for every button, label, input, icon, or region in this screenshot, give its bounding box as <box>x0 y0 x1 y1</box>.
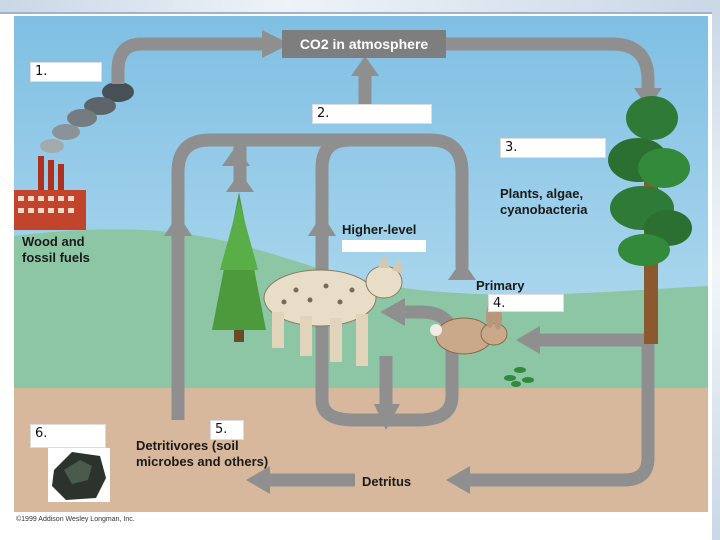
copyright-credit: ©1999 Addison Wesley Longman, Inc. <box>16 516 135 523</box>
blank-5[interactable]: 5. <box>210 420 244 440</box>
smoke-plume <box>40 82 134 153</box>
blank-3[interactable]: 3. <box>500 138 606 158</box>
label-primary: Primary <box>476 278 525 293</box>
arrow-plants-to-detritus <box>470 344 655 487</box>
factory <box>14 156 86 230</box>
pine-tree <box>212 192 266 342</box>
label-higher-level: Higher-level <box>342 222 417 237</box>
label-detritivores: Detritivores (soil microbes and others) <box>136 438 269 469</box>
small-plant <box>504 367 534 387</box>
label-plants-algae: Plants, algae, cyanobacteria <box>500 186 588 217</box>
arrow-co2-to-tree <box>446 37 655 88</box>
soil-ground <box>14 388 708 512</box>
right-border-rail <box>712 0 720 540</box>
arrow-smoke-to-co2 <box>111 37 262 84</box>
blank-4[interactable]: 4. <box>488 294 564 312</box>
coal-lump <box>48 448 110 502</box>
blank-2[interactable]: 2. <box>312 104 432 124</box>
lynx <box>263 254 403 366</box>
label-higher-level-blank <box>342 240 426 252</box>
top-border-bar <box>0 0 720 12</box>
arrow-higher-level-respiration <box>315 133 351 364</box>
blank-6[interactable]: 6. <box>30 424 106 448</box>
arrow-heads <box>164 30 662 494</box>
co2-atmosphere-box: CO2 in atmosphere <box>282 30 446 58</box>
arrow-respiration-loop-outer <box>171 133 469 420</box>
top-border-line <box>0 12 720 14</box>
label-detritus: Detritus <box>362 474 412 489</box>
blank-1[interactable]: 1. <box>30 62 102 82</box>
tall-tree <box>608 96 692 344</box>
label-wood-fossil-fuels: Wood and fossil fuels <box>22 234 90 265</box>
arrow-consumer-loop <box>315 305 459 427</box>
flow-arrows <box>111 37 655 487</box>
